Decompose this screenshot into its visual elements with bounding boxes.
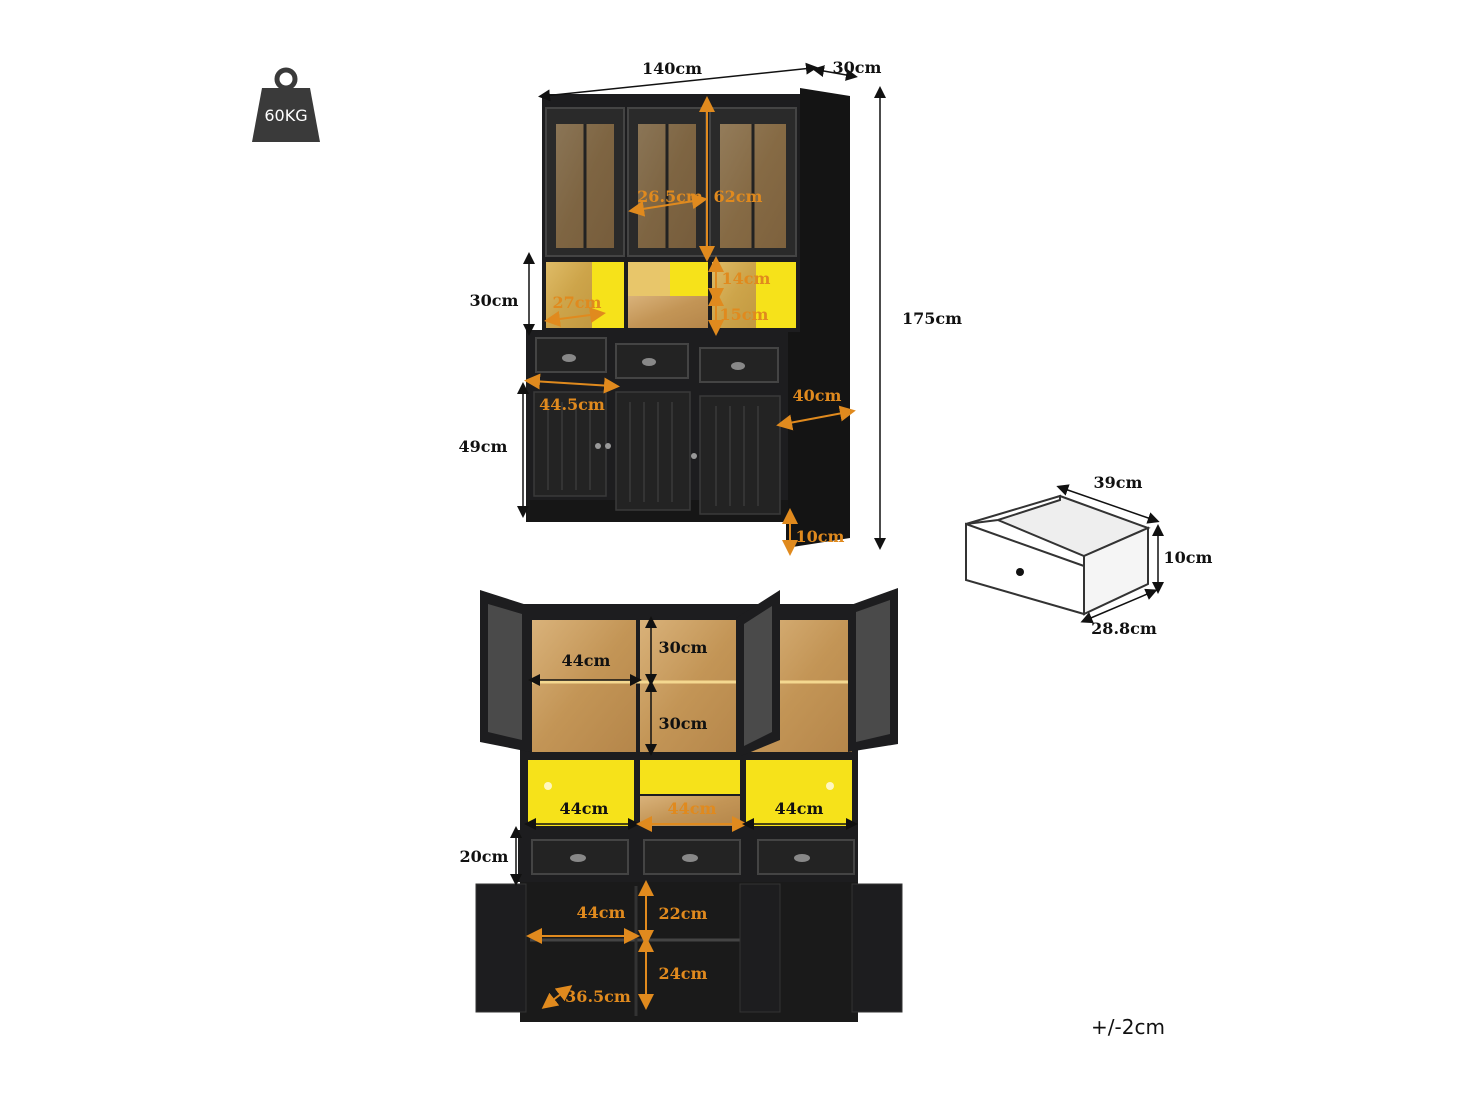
led-right-width-label: 44cm [775,799,824,818]
drawer-row-height-label: 20cm [460,847,509,866]
open-shelf-width-label: 44cm [562,651,611,670]
glass-height-label: 62cm [714,187,763,206]
glass-door-left [545,107,625,257]
depth-label: 30cm [833,58,882,77]
tolerance-note: +/-2cm [1091,1015,1165,1039]
base-shelf-width-label: 44cm [577,903,626,922]
cubby-lower-label: 15cm [720,305,769,324]
drawer-dimension-lines [1056,484,1164,624]
plinth-height-label: 10cm [796,527,845,546]
base-depth-label: 40cm [793,386,842,405]
cubby-upper-label: 14cm [722,269,771,288]
led-left-width-label: 44cm [560,799,609,818]
base-doors [533,391,781,515]
height-label: 175cm [902,309,962,328]
led-mid-width-label: 44cm [668,799,717,818]
drawer-width-label: 39cm [1094,473,1143,492]
glass-door-right [709,107,797,257]
open-view-dimension-lines [510,616,858,1010]
width-label: 140cm [642,59,702,78]
open-view-cabinet [475,588,903,1022]
open-shelf-height-upper-label: 30cm [659,638,708,657]
drawer-depth-label: 28.8cm [1091,619,1157,638]
front-dimension-lines [517,62,886,556]
glass-door-mid [627,107,707,257]
base-shelf-depth-label: 36.5cm [565,987,631,1006]
front-view-cabinet [526,88,850,548]
drawer-illustration [965,494,1151,616]
open-shelf-height-label: 30cm [470,291,519,310]
weight-icon: 60KG [252,67,320,142]
base-height-label: 49cm [459,437,508,456]
weight-label: 60KG [264,106,307,125]
base-door-width-label: 44.5cm [539,395,605,414]
shelf-depth-label: 27cm [553,293,602,312]
drawer-height-label: 10cm [1164,548,1213,567]
hutch-width-label: 26.5cm [637,187,703,206]
base-height-upper-label: 22cm [659,904,708,923]
base-height-lower-label: 24cm [659,964,708,983]
open-shelf-height-lower-label: 30cm [659,714,708,733]
